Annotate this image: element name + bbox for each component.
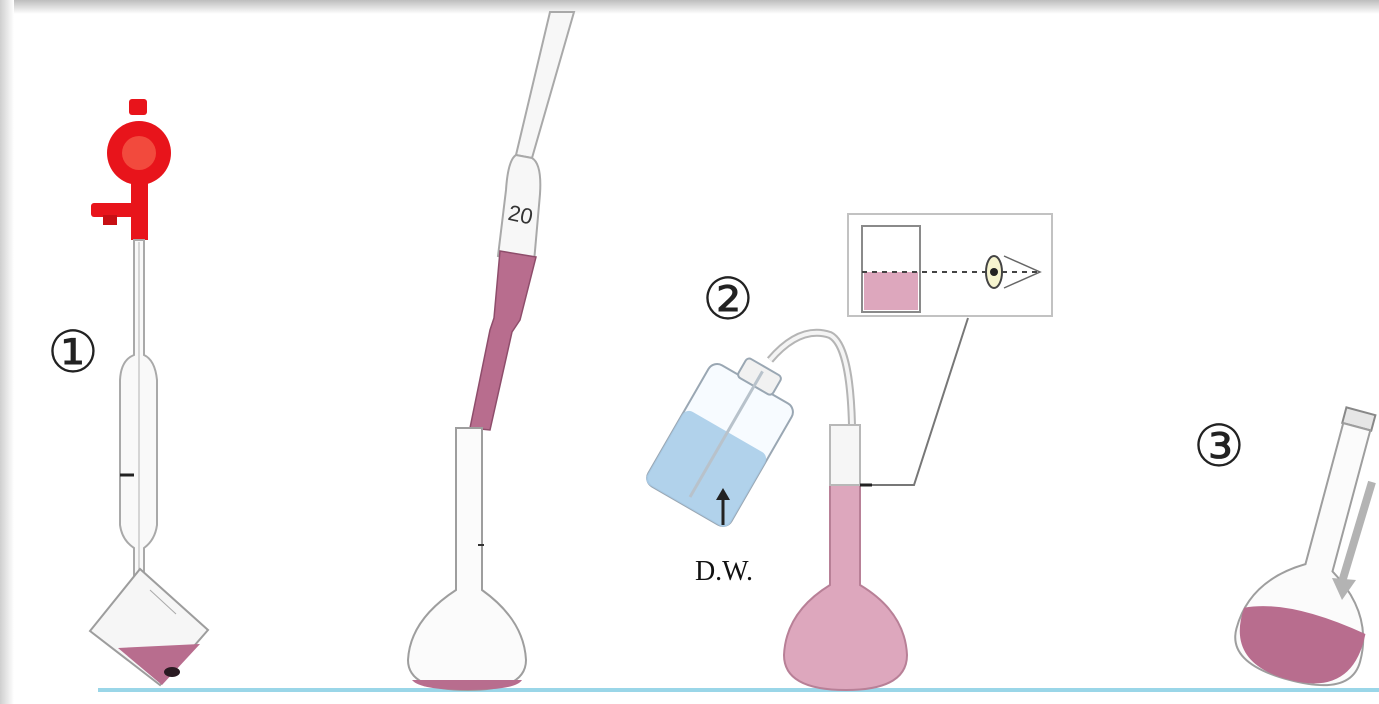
step3-marker: ③ <box>1193 412 1245 480</box>
step1-pipette-with-filler <box>90 99 208 685</box>
step1-number: ① <box>47 318 99 386</box>
step2-volumetric-flask <box>784 425 907 690</box>
meniscus-inset <box>848 214 1052 485</box>
pipette-into-flask: 20 <box>408 12 574 690</box>
step3-tilted-flask <box>1227 395 1379 697</box>
step2-marker: ② <box>702 265 754 333</box>
step2-number: ② <box>702 265 754 333</box>
pipette-volume-label: 20 <box>506 200 535 230</box>
step2-wash-bottle: D.W. <box>643 333 852 587</box>
step3-number: ③ <box>1193 412 1245 480</box>
step1-marker: ① <box>47 318 99 386</box>
distilled-water-label: D.W. <box>695 556 753 587</box>
